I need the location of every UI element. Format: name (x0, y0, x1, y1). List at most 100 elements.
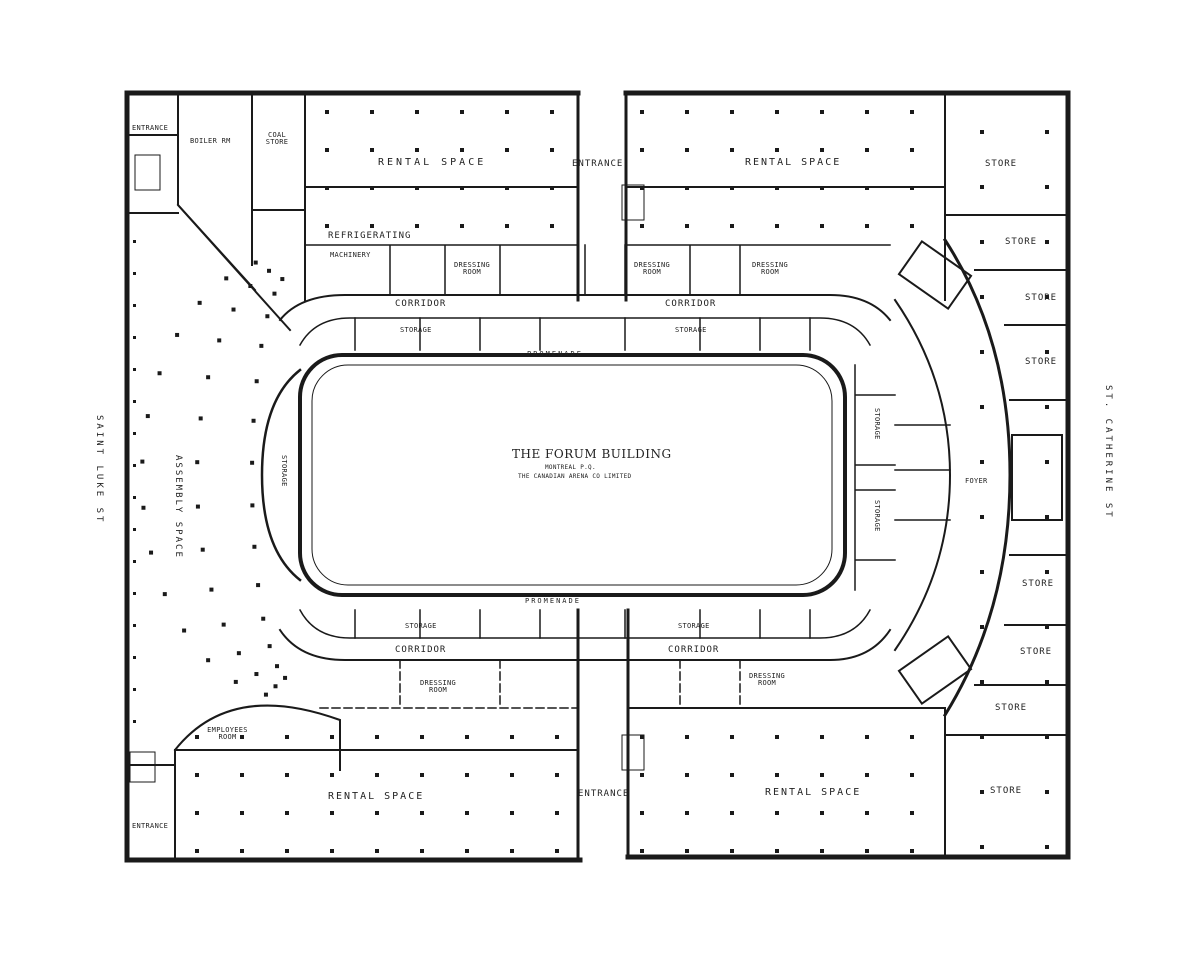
column-dot (285, 735, 289, 739)
column-dot (375, 773, 379, 777)
column-dot (555, 849, 559, 853)
column-dot (415, 186, 419, 190)
label-store-4: Store (1025, 357, 1058, 367)
column-dot (285, 849, 289, 853)
column-dot (550, 110, 554, 114)
column-dot (555, 773, 559, 777)
column-dot (865, 110, 869, 114)
column-dot (685, 224, 689, 228)
column-dot (980, 790, 984, 794)
column-dot (330, 849, 334, 853)
ice-rink (298, 353, 847, 597)
label-promenade-n: Promenade (527, 350, 583, 358)
column-dot (1045, 460, 1049, 464)
structural-columns (133, 110, 1049, 853)
column-dot (775, 773, 779, 777)
label-dressing-s1: Dressing Room (419, 679, 457, 695)
column-dot (910, 735, 914, 739)
column-dot (510, 849, 514, 853)
column-dot (820, 735, 824, 739)
column-dot (980, 350, 984, 354)
street-west: Saint Luke St (94, 415, 104, 525)
column-dot (200, 547, 205, 552)
plan-title: The Forum Building (512, 447, 672, 461)
column-dot (465, 735, 469, 739)
column-dot (133, 592, 136, 595)
column-dot (910, 849, 914, 853)
column-dot (1045, 845, 1049, 849)
column-dot (685, 735, 689, 739)
column-dot (910, 811, 914, 815)
column-dot (206, 658, 211, 663)
column-dot (256, 583, 261, 588)
label-machinery: Machinery (330, 251, 371, 259)
column-dot (640, 773, 644, 777)
column-dot (1045, 515, 1049, 519)
column-dot (465, 773, 469, 777)
ne-stair-block (897, 240, 973, 310)
column-dot (980, 625, 984, 629)
column-dot (865, 811, 869, 815)
column-dot (283, 675, 288, 680)
column-dot (157, 371, 162, 376)
column-dot (980, 570, 984, 574)
column-dot (820, 148, 824, 152)
corridor-south-inner (298, 608, 872, 639)
south-entrance-walls (576, 608, 630, 862)
column-dot (555, 735, 559, 739)
label-rental-space-nw: Rental Space (378, 157, 487, 168)
column-dot (865, 735, 869, 739)
column-dot (240, 735, 244, 739)
street-east: St. Catherine St (1103, 385, 1113, 520)
column-dot (195, 773, 199, 777)
label-foyer: Foyer (965, 477, 988, 485)
label-store-7: Store (995, 703, 1028, 713)
column-dot (1045, 570, 1049, 574)
corridor-north-inner (298, 317, 872, 347)
column-dot (980, 460, 984, 464)
column-dot (133, 304, 136, 307)
column-dot (730, 735, 734, 739)
label-dressing-n2: Dressing Room (633, 261, 671, 277)
column-dot (195, 811, 199, 815)
column-dot (182, 628, 187, 633)
column-dot (325, 224, 329, 228)
column-dot (275, 664, 280, 669)
column-dot (252, 544, 257, 549)
label-storage-n1: Storage (400, 326, 432, 334)
column-dot (1045, 680, 1049, 684)
column-dot (685, 148, 689, 152)
column-dot (775, 849, 779, 853)
plan-subtitle-location: Montreal P.Q. (545, 464, 596, 471)
column-dot (195, 504, 200, 509)
column-dot (1045, 350, 1049, 354)
nw-diagonal (176, 203, 292, 332)
label-storage-s2: Storage (678, 622, 710, 630)
east-arc-inner (893, 298, 952, 652)
label-store-6: Store (1020, 647, 1053, 657)
column-dot (375, 735, 379, 739)
column-dot (685, 186, 689, 190)
column-dot (640, 849, 644, 853)
column-dot (775, 811, 779, 815)
column-dot (640, 148, 644, 152)
label-rental-space-se: Rental Space (765, 787, 862, 798)
column-dot (224, 276, 229, 281)
column-dot (505, 110, 509, 114)
label-employees-room: Employees Room (207, 726, 248, 742)
column-dot (285, 773, 289, 777)
column-dot (133, 336, 136, 339)
column-dot (162, 592, 167, 597)
column-dot (420, 849, 424, 853)
column-dot (198, 416, 203, 421)
column-dot (149, 550, 154, 555)
column-dot (465, 849, 469, 853)
column-dot (865, 186, 869, 190)
column-dot (775, 110, 779, 114)
column-dot (550, 148, 554, 152)
label-entrance-nw: Entrance (132, 124, 169, 132)
label-promenade-s: Promenade (525, 597, 581, 605)
column-dot (865, 849, 869, 853)
column-dot (980, 240, 984, 244)
storage-north-walls (354, 317, 811, 351)
